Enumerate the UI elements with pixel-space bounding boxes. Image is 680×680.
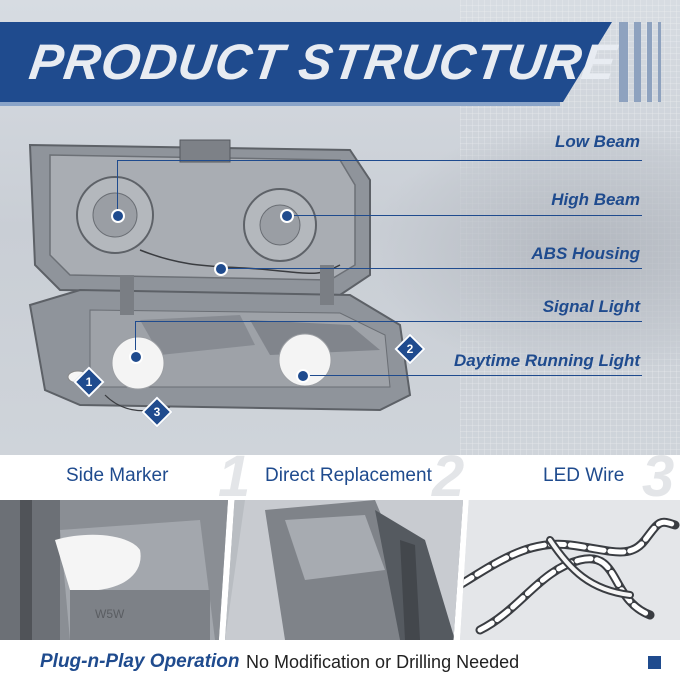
feature-number-1: 1 [218, 444, 251, 509]
title-banner [0, 22, 612, 102]
background-truck-silhouette [380, 130, 680, 370]
bulb-label: W5W [95, 607, 125, 621]
callout-high-beam: High Beam [551, 190, 640, 209]
feature-number-3: 3 [642, 444, 675, 509]
footer-square-icon [648, 656, 661, 669]
feature-direct-replacement: Direct Replacement [265, 465, 432, 486]
footer: Plug-n-Play Operation No Modification or… [0, 640, 680, 680]
title-banner-edge [0, 102, 560, 106]
signal-light-marker [129, 350, 143, 364]
feature-labels-row: 1 2 3 Side Marker Direct Replacement LED… [0, 447, 680, 507]
direct-replacement-photo [225, 500, 463, 640]
callout-daytime-running-light: Daytime Running Light [453, 351, 640, 370]
side-marker-photo: W5W [0, 500, 228, 640]
feature-photos-row: W5W [0, 500, 680, 640]
feature-led-wire: LED Wire [543, 465, 625, 486]
drl-marker [296, 369, 310, 383]
callout-low-beam: Low Beam [554, 132, 640, 151]
headlamp-assembly-image [28, 139, 412, 412]
led-wire-photo [460, 500, 680, 640]
callout-signal-light: Signal Light [542, 297, 640, 316]
low-beam-marker [111, 209, 125, 223]
banner-stripes [615, 22, 675, 102]
feature-side-marker: Side Marker [66, 465, 169, 486]
high-beam-marker [280, 209, 294, 223]
product-structure-section: PRODUCT STRUCTURE [0, 0, 680, 455]
page-title: PRODUCT STRUCTURE [26, 34, 621, 90]
callout-abs-housing: ABS Housing [531, 244, 640, 263]
footer-headline: Plug-n-Play Operation [40, 651, 240, 672]
feature-number-2: 2 [432, 444, 465, 509]
abs-housing-marker [214, 262, 228, 276]
footer-subtext: No Modification or Drilling Needed [246, 652, 520, 672]
